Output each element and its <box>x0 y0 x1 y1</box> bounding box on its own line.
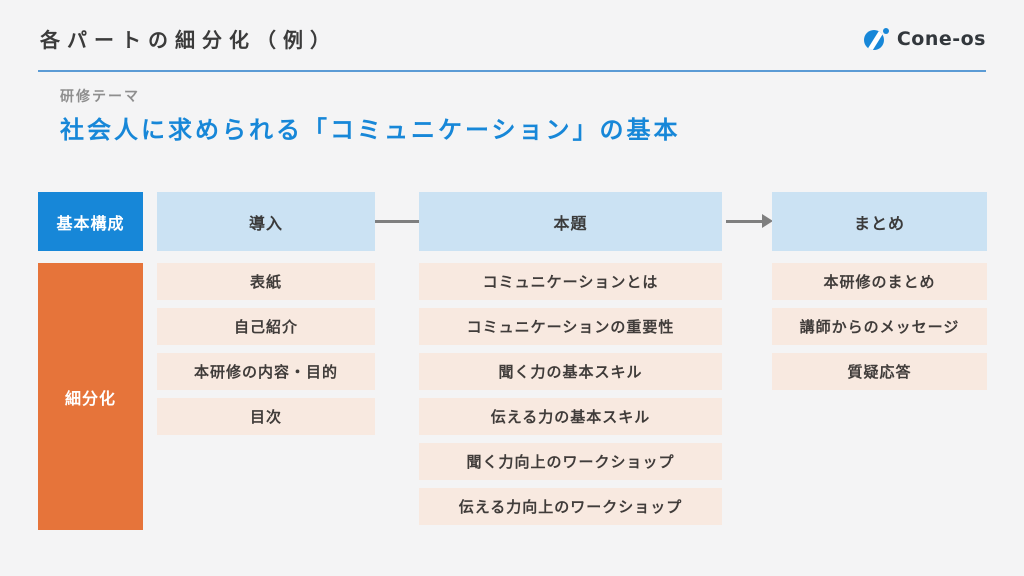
connector-arrow-line <box>726 220 763 223</box>
flow-column-summary: まとめ 本研修のまとめ 講師からのメッセージ 質疑応答 <box>772 192 987 390</box>
column-items: 本研修のまとめ 講師からのメッセージ 質疑応答 <box>772 263 987 390</box>
breakdown-item: 伝える力の基本スキル <box>419 398 722 435</box>
column-header: 導入 <box>157 192 375 251</box>
column-header: まとめ <box>772 192 987 251</box>
breakdown-item: 自己紹介 <box>157 308 375 345</box>
flow-column-introduction: 導入 表紙 自己紹介 本研修の内容・目的 目次 <box>157 192 375 435</box>
breakdown-item: 聞く力の基本スキル <box>419 353 722 390</box>
legend-breakdown: 細分化 <box>38 263 143 530</box>
brand-logo: Cone-os <box>863 26 986 52</box>
breakdown-item: 講師からのメッセージ <box>772 308 987 345</box>
column-header: 本題 <box>419 192 722 251</box>
legend-basic-structure: 基本構成 <box>38 192 143 251</box>
breakdown-item: 目次 <box>157 398 375 435</box>
page-title: 各パートの細分化（例） <box>40 28 337 52</box>
flow-column-main-topic: 本題 コミュニケーションとは コミュニケーションの重要性 聞く力の基本スキル 伝… <box>419 192 722 525</box>
breakdown-item: コミュニケーションの重要性 <box>419 308 722 345</box>
title-divider-line <box>38 70 986 72</box>
column-items: コミュニケーションとは コミュニケーションの重要性 聞く力の基本スキル 伝える力… <box>419 263 722 525</box>
training-theme-label: 研修テーマ <box>60 89 140 105</box>
breakdown-item: 本研修のまとめ <box>772 263 987 300</box>
brand-logo-text: Cone-os <box>896 28 986 50</box>
connector-arrow-head-icon <box>762 214 773 228</box>
breakdown-item: 表紙 <box>157 263 375 300</box>
logo-circle-shape <box>863 30 884 50</box>
connector-line <box>375 220 419 223</box>
breakdown-item: 聞く力向上のワークショップ <box>419 443 722 480</box>
training-theme-title: 社会人に求められる「コミュニケーション」の基本 <box>60 116 681 144</box>
breakdown-item: コミュニケーションとは <box>419 263 722 300</box>
column-items: 表紙 自己紹介 本研修の内容・目的 目次 <box>157 263 375 435</box>
logo-dot-shape <box>882 28 889 34</box>
cone-os-logo-icon <box>863 26 890 52</box>
breakdown-item: 質疑応答 <box>772 353 987 390</box>
breakdown-item: 本研修の内容・目的 <box>157 353 375 390</box>
breakdown-item: 伝える力向上のワークショップ <box>419 488 722 525</box>
